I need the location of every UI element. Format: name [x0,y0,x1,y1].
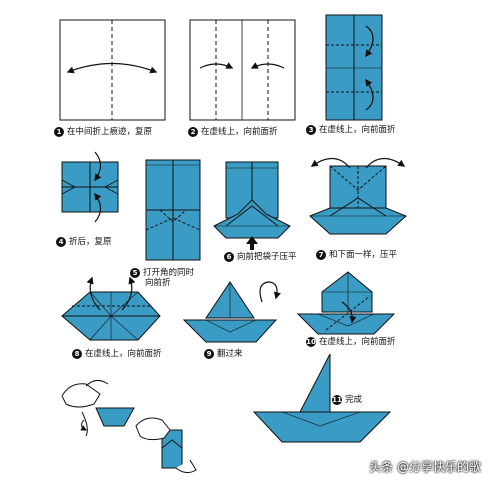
step-11-figure [252,353,392,443]
hands-illustration [61,380,197,474]
watermark: 头条 @分享快乐的歌 [369,460,481,474]
step-6-figure [213,161,291,250]
step-7-figure [309,157,407,235]
step-3-figure [325,14,383,121]
step-4-figure [61,151,119,223]
step-8-figure [61,276,161,341]
step-10-figure [296,271,396,335]
step-2-figure [189,19,296,121]
step-5-figure [145,159,201,261]
step-1-figure [59,19,166,121]
step-9-figure [182,281,281,343]
